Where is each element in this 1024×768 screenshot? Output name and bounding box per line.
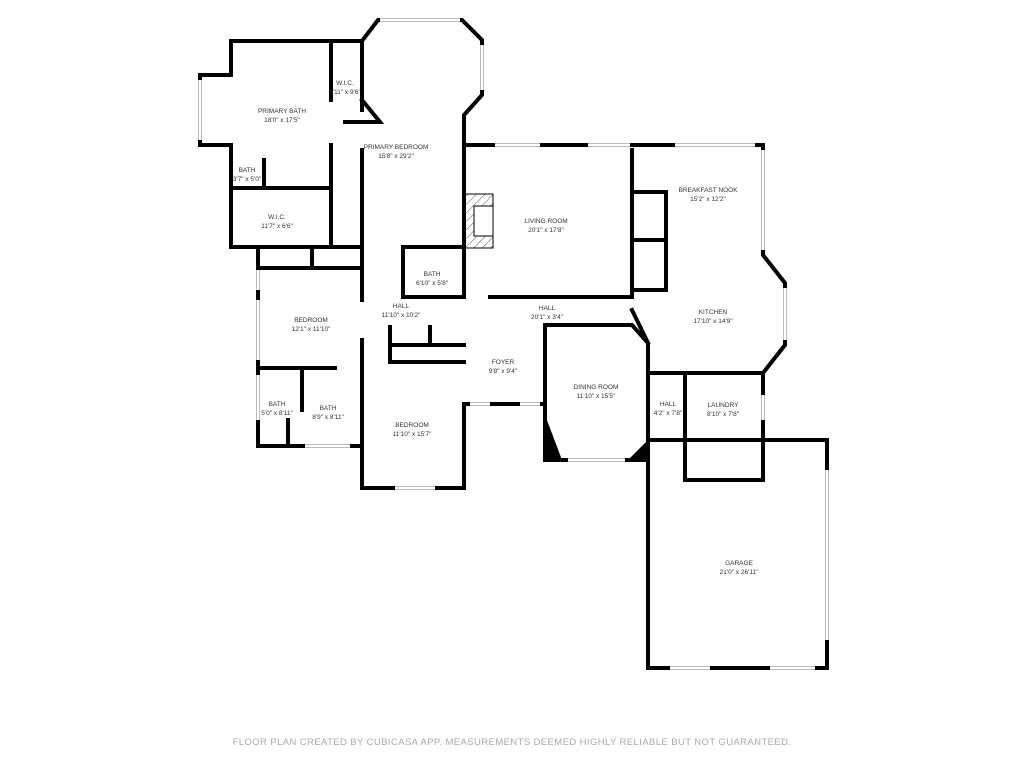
dining-corner-left: [545, 415, 562, 460]
room-name: LIVING ROOM: [524, 218, 568, 225]
room-size: 8'10" x 7'8": [706, 411, 740, 418]
windows: [198, 18, 829, 670]
room-size: 12'1" x 11'10": [291, 326, 331, 333]
room-label-primary-bedroom: PRIMARY BEDROOM 15'8" x 29'2": [364, 143, 429, 161]
room-name: BATH: [238, 167, 256, 174]
room-name: BEDROOM: [395, 422, 429, 429]
room-size: 4'2" x 7'8": [653, 410, 683, 417]
room-name: DINING ROOM: [573, 384, 619, 391]
wall-segment: [360, 338, 547, 490]
room-size: 11'10" x 15'7": [392, 431, 432, 438]
dining-corner-right: [628, 440, 648, 460]
room-label-hall-2: HALL 20'1" x 3'4": [531, 304, 563, 322]
room-name: PRIMARY BEDROOM: [363, 144, 429, 151]
room-name: BATH: [268, 401, 286, 408]
room-label-hall-3: HALL 4'2" x 7'8": [654, 400, 682, 418]
room-name: BREAKFAST NOOK: [678, 187, 738, 194]
room-label-wic-2: W.I.C. 11'7" x 6'6": [261, 213, 293, 231]
room-label-hall-1: HALL 11'10" x 10'2": [382, 302, 421, 320]
wall-segment: [629, 307, 651, 346]
room-size: 15'8" x 29'2": [378, 153, 414, 160]
room-size: 6'10" x 5'8": [415, 280, 449, 287]
wall-segment: [543, 323, 829, 670]
room-label-wic-1: W.I.C. 3'11" x 9'6": [329, 79, 361, 97]
room-size: 11'7" x 6'6": [261, 223, 293, 230]
room-label-foyer: FOYER 9'8" x 9'4": [489, 358, 517, 376]
wall-segment: [683, 438, 765, 482]
wall-segment: [198, 39, 364, 77]
room-name: LAUNDRY: [707, 402, 739, 409]
room-name: GARAGE: [725, 560, 753, 567]
wall-segment: [388, 325, 466, 364]
room-size: 20'1" x 17'8": [528, 227, 564, 234]
room-label-bath-3: BATH 5'0" x 8'11": [261, 400, 293, 418]
room-label-bath-1: BATH 3'7" x 5'0": [233, 166, 261, 184]
room-label-bedroom-1: BEDROOM 12'1" x 11'10": [292, 316, 331, 334]
room-size: 9'8" x 9'4": [488, 368, 518, 375]
room-name: W.I.C.: [268, 214, 286, 221]
room-label-bedroom-2: BEDROOM 11'10" x 15'7": [393, 421, 432, 439]
fireplace-hearth: [473, 205, 494, 237]
room-name: BATH: [423, 271, 441, 278]
room-label-living-room: LIVING ROOM 20'1" x 17'8": [524, 217, 567, 235]
room-size: 11'10" x 10'2": [381, 312, 421, 319]
room-size: 18'0" x 17'5": [264, 117, 300, 124]
wall-segment: [343, 97, 385, 124]
room-name: W.I.C.: [336, 80, 354, 87]
room-label-dining-room: DINING ROOM 11'10" x 15'5": [574, 383, 619, 401]
room-size: 15'2" x 12'2": [690, 196, 726, 203]
room-label-laundry: LAUNDRY 8'10" x 7'8": [707, 401, 739, 419]
room-name: KITCHEN: [698, 309, 728, 316]
room-name: BEDROOM: [294, 317, 328, 324]
room-name: HALL: [538, 305, 556, 312]
room-label-kitchen: KITCHEN 17'10" x 14'9": [693, 308, 732, 326]
room-size: 8'9" x 8'11": [312, 414, 344, 421]
room-label-breakfast-nook: BREAKFAST NOOK 15'2" x 12'2": [678, 186, 737, 204]
room-size: 5'0" x 8'11": [261, 410, 293, 417]
room-size: 11'10" x 15'5": [576, 393, 616, 400]
room-label-primary-bath: PRIMARY BATH 18'0" x 17'5": [258, 107, 306, 125]
disclaimer-footer: FLOOR PLAN CREATED BY CUBICASA APP. MEAS…: [232, 737, 792, 748]
room-size: 21'0" x 26'11": [719, 569, 759, 576]
room-name: HALL: [392, 303, 410, 310]
room-size: 20'1" x 3'4": [530, 314, 564, 321]
room-name: BATH: [319, 405, 337, 412]
room-size: 3'11" x 9'6": [329, 89, 361, 96]
wall-segment: [359, 18, 484, 299]
room-label-bath-4: BATH 8'9" x 8'11": [312, 404, 344, 422]
room-name: FOYER: [491, 359, 515, 366]
room-label-garage: GARAGE 21'0" x 26'11": [720, 559, 759, 577]
room-size: 3'7" x 5'0": [232, 176, 262, 183]
room-name: PRIMARY BATH: [257, 108, 307, 115]
room-size: 17'10" x 14'9": [693, 318, 733, 325]
room-name: HALL: [659, 401, 677, 408]
room-label-bath-2: BATH 6'10" x 5'8": [416, 270, 448, 288]
